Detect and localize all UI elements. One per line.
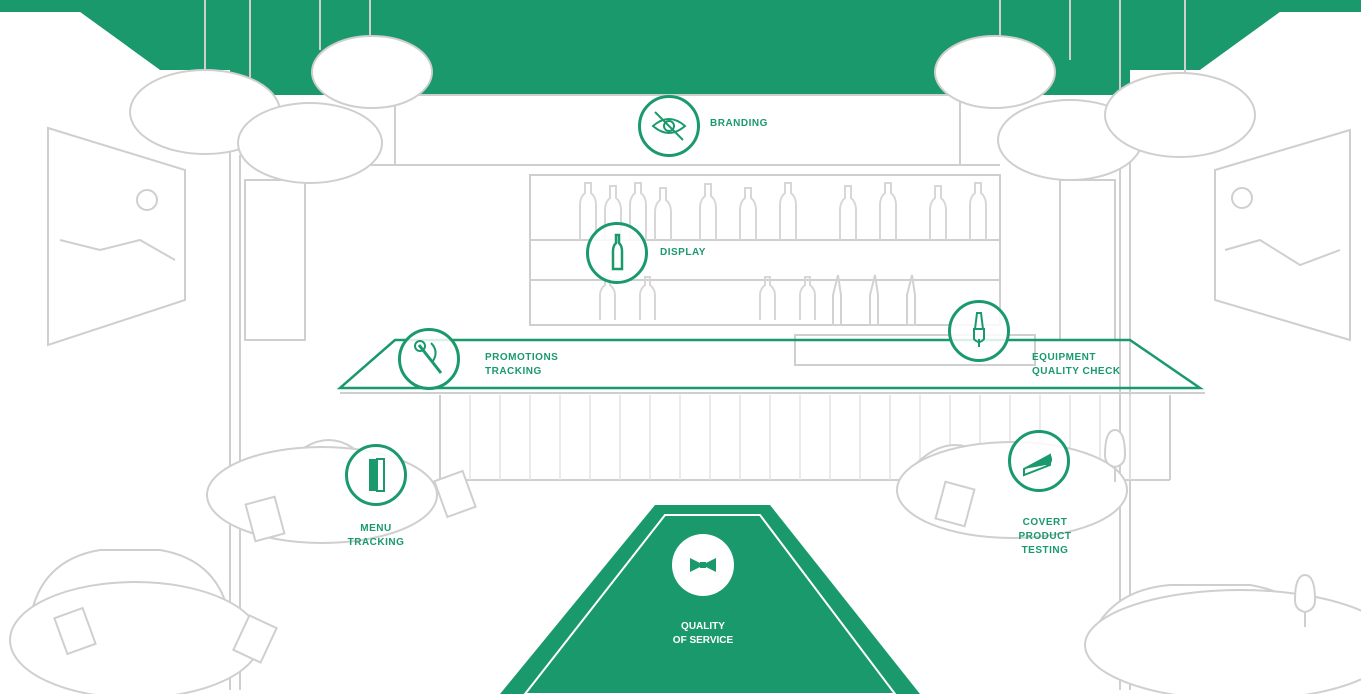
covert-product-testing-label: COVERT PRODUCT TESTING	[1018, 517, 1072, 556]
bar-counter-top	[336, 338, 1205, 390]
equipment-quality-check-hotspot[interactable]	[948, 300, 1010, 362]
branding-label: BRANDING	[710, 118, 768, 129]
equipment-quality-check-label: EQUIPMENT QUALITY CHECK	[1032, 352, 1121, 377]
promotions-tracking-label: PROMOTIONS TRACKING	[485, 352, 559, 377]
menu-tracking-label: MENU TRACKING	[347, 523, 405, 548]
eye-icon	[651, 111, 687, 141]
quality-of-service-hotspot[interactable]	[672, 534, 734, 596]
beer-tap-icon	[973, 312, 985, 347]
quality-of-service-label: QUALITY OF SERVICE	[672, 621, 734, 646]
bottle-opener-icon	[414, 340, 443, 374]
branding-hotspot[interactable]	[638, 95, 700, 157]
promotions-tracking-hotspot[interactable]	[398, 328, 460, 390]
bottle-icon	[611, 233, 624, 271]
covert-product-testing-hotspot[interactable]	[1008, 430, 1070, 492]
menu-tracking-hotspot[interactable]	[345, 444, 407, 506]
cake-slice-icon	[1023, 453, 1053, 477]
bow-tie-icon	[690, 558, 716, 572]
floor-runner	[500, 505, 920, 694]
menu-card-icon	[369, 458, 385, 492]
display-hotspot[interactable]	[586, 222, 648, 284]
display-label: DISPLAY	[660, 247, 706, 258]
